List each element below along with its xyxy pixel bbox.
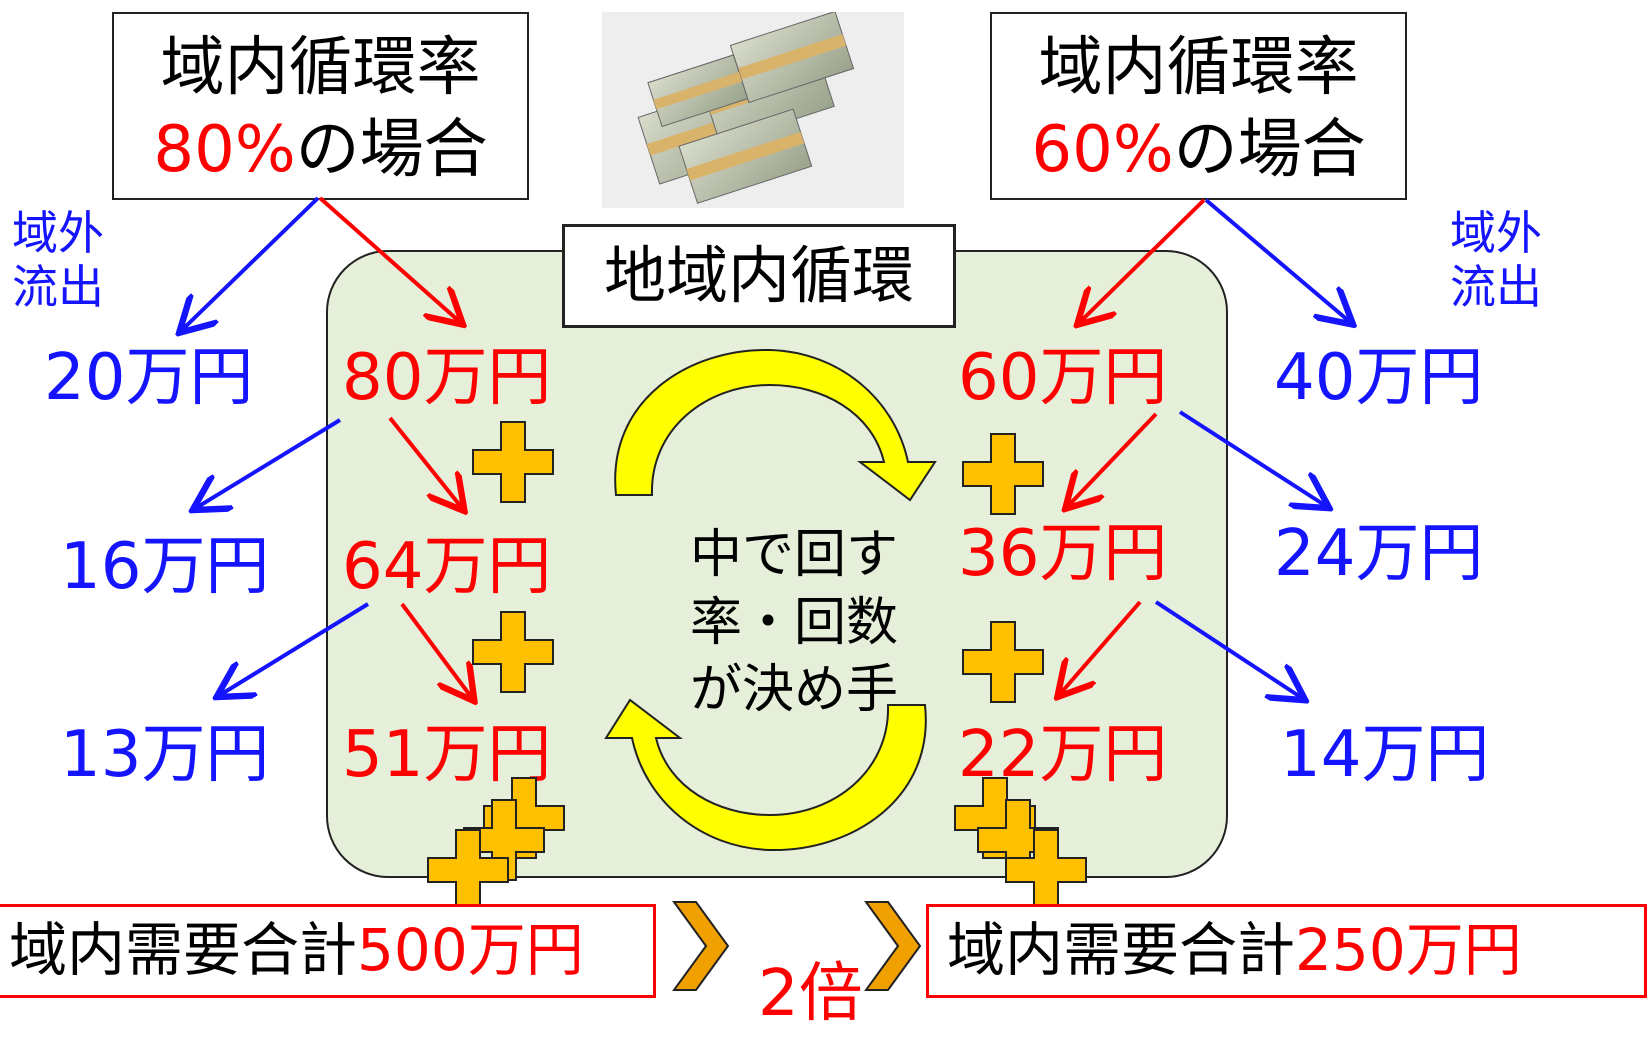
right-outflow-1: 40万円 — [1274, 341, 1484, 415]
arrow-left-outflow-2 — [196, 418, 342, 508]
plus-icon — [472, 611, 554, 693]
left-inflow-1: 80万円 — [342, 341, 552, 415]
arrow-left-inflow-2 — [388, 416, 462, 508]
right-outflow-3: 14万円 — [1280, 718, 1490, 792]
right-total-label: 域内需要合計 — [947, 916, 1296, 984]
right-outflow-label: 域外 流出 — [1450, 206, 1542, 315]
left-rate-box: 域内循環率 80%の場合 — [112, 12, 529, 200]
arrow-right-inflow-1 — [1080, 198, 1206, 322]
left-outflow-2: 16万円 — [60, 530, 270, 604]
left-box-rate-line: 80%の場合 — [114, 118, 527, 182]
left-rate-suffix: の場合 — [295, 113, 488, 187]
right-box-title: 域内循環率 — [1038, 31, 1359, 105]
left-outflow-3: 13万円 — [60, 718, 270, 792]
plus-icon — [962, 621, 1044, 703]
right-inflow-1: 60万円 — [958, 341, 1168, 415]
center-text-line-2: 率・回数 — [690, 592, 899, 653]
ratio-label: 2倍 — [758, 957, 863, 1031]
left-inflow-3: 51万円 — [342, 718, 552, 792]
right-rate-box: 域内循環率 60%の場合 — [990, 12, 1407, 200]
plus-icon — [472, 421, 554, 503]
cycle-arrow-icon — [604, 698, 927, 852]
cycle-arrow-icon — [614, 348, 937, 502]
center-text-line-1: 中で回す — [690, 525, 899, 585]
left-rate-value: 80% — [153, 113, 296, 187]
left-outflow-label: 域外 流出 — [12, 206, 104, 315]
left-inflow-2: 64万円 — [342, 530, 552, 604]
center-text-line-3: が決め手 — [690, 660, 899, 721]
arrow-left-inflow-3 — [400, 602, 472, 698]
arrow-left-outflow-3 — [220, 602, 370, 695]
arrow-right-outflow-1 — [1204, 198, 1350, 322]
arrow-right-outflow-2 — [1178, 410, 1326, 506]
right-rate-value: 60% — [1031, 113, 1174, 187]
arrow-right-outflow-3 — [1154, 600, 1302, 698]
center-text: 中で回す 率・回数 が決め手 — [690, 522, 898, 725]
plus-icon — [962, 433, 1044, 515]
arrow-left-outflow-1 — [182, 196, 320, 330]
right-rate-suffix: の場合 — [1173, 113, 1366, 187]
left-box-title: 域内循環率 — [160, 31, 481, 105]
money-stack-image — [602, 12, 904, 208]
center-label-box: 地域内循環 — [562, 224, 956, 328]
arrow-right-inflow-3 — [1060, 600, 1142, 694]
center-label: 地域内循環 — [603, 239, 914, 312]
right-total-box: 域内需要合計250万円 — [926, 904, 1647, 998]
right-inflow-2: 36万円 — [958, 517, 1168, 591]
right-total-value: 250万円 — [1295, 916, 1522, 984]
left-total-value: 500万円 — [357, 916, 584, 984]
chevron-right-icon — [673, 901, 729, 991]
right-inflow-3: 22万円 — [958, 718, 1168, 792]
left-outflow-1: 20万円 — [44, 341, 254, 415]
arrow-right-inflow-2 — [1068, 412, 1158, 506]
left-total-box: 域内需要合計500万円 — [0, 904, 656, 998]
left-total-label: 域内需要合計 — [9, 916, 358, 984]
right-box-rate-line: 60%の場合 — [992, 118, 1405, 182]
arrow-left-inflow-1 — [318, 196, 460, 322]
chevron-right-icon — [865, 901, 921, 991]
right-outflow-2: 24万円 — [1274, 517, 1484, 591]
